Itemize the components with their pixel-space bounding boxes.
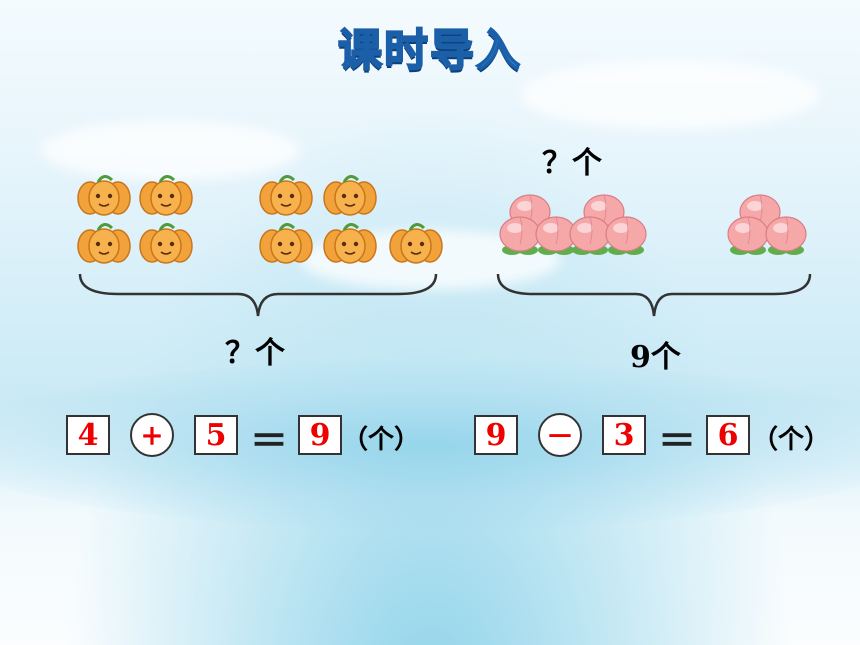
page-title: 课时导入 [337, 24, 522, 77]
right-total-label: 9个 [630, 340, 681, 375]
right-result-box: 6 [706, 415, 750, 455]
left-operator-circle: + [130, 413, 174, 457]
right-question-label: ？个 [542, 146, 602, 181]
peach-icon [605, 216, 647, 255]
right-subtrahend-box: 3 [602, 415, 646, 455]
left-question-label: ？个 [225, 336, 285, 371]
cloud [520, 60, 820, 130]
peach-icon [727, 216, 769, 255]
right-curly-brace-icon [496, 273, 812, 317]
pumpkin-icon [139, 175, 193, 216]
left-result-box: 9 [298, 415, 342, 455]
peach-icon [739, 194, 781, 233]
left-unit-label: （个） [342, 425, 421, 455]
right-unit-label: （个） [752, 425, 831, 455]
pumpkin-icon [77, 175, 131, 216]
cloud [40, 120, 300, 180]
left-equals-sign: ＝ [250, 418, 289, 463]
peach-icon [509, 194, 551, 233]
right-equals-sign: ＝ [658, 418, 697, 463]
pumpkin-icon [259, 175, 313, 216]
left-addend-a-box: 4 [66, 415, 110, 455]
left-addend-b-box: 5 [194, 415, 238, 455]
peach-icon [765, 216, 807, 255]
pumpkin-icon [323, 175, 377, 216]
pumpkin-icon [139, 223, 193, 264]
left-curly-brace-icon [78, 273, 438, 317]
pumpkin-icon [77, 223, 131, 264]
right-operator-circle: － [538, 413, 582, 457]
peach-icon [569, 216, 611, 255]
peach-icon [583, 194, 625, 233]
right-minuend-box: 9 [474, 415, 518, 455]
